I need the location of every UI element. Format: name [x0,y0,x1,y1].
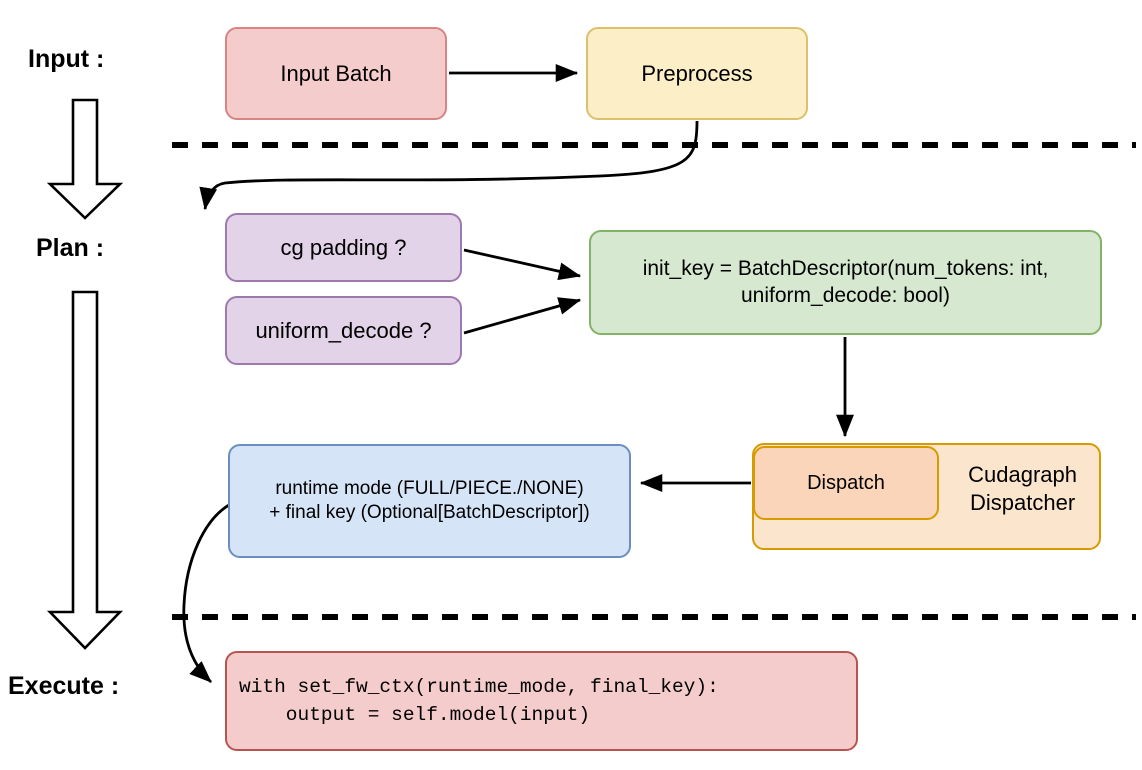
node-init-key-label: init_key = BatchDescriptor(num_tokens: i… [642,257,1049,307]
node-input-batch[interactable]: Input Batch [225,27,447,120]
node-cg-padding-label: cg padding ? [280,234,407,260]
node-code-block-label: with set_fw_ctx(runtime_mode, final_key)… [239,675,719,726]
node-preprocess-label: Preprocess [641,60,753,86]
stage-label-input: Input : [28,45,105,73]
uniform-decode-to-init-key-arrow [463,297,582,335]
stage-label-plan: Plan : [36,234,105,262]
node-cg-padding[interactable]: cg padding ? [225,213,462,282]
stage-label-execute: Execute : [8,672,120,700]
node-preprocess[interactable]: Preprocess [586,27,808,120]
node-runtime-mode-label: runtime mode (FULL/PIECE./NONE) + final … [269,478,590,523]
cg-padding-to-init-key-arrow [463,248,582,281]
node-init-key[interactable]: init_key = BatchDescriptor(num_tokens: i… [589,230,1102,335]
node-dispatch-label: Dispatch [807,471,885,494]
node-cudagraph-dispatcher-label: Cudagraph Dispatcher [968,462,1077,515]
runtime-mode-to-code-block-arrow [182,503,230,684]
preprocess-to-cg-padding-arrow [199,120,699,211]
node-uniform-decode-label: uniform_decode ? [255,317,432,343]
input-to-plan-stage-arrow [46,98,124,220]
plan-to-execute-stage-arrow [46,290,124,650]
node-runtime-mode[interactable]: runtime mode (FULL/PIECE./NONE) + final … [228,444,631,558]
node-dispatch[interactable]: Dispatch [753,446,939,520]
node-input-batch-label: Input Batch [280,60,392,86]
node-uniform-decode[interactable]: uniform_decode ? [225,296,462,365]
node-code-block[interactable]: with set_fw_ctx(runtime_mode, final_key)… [225,651,858,751]
